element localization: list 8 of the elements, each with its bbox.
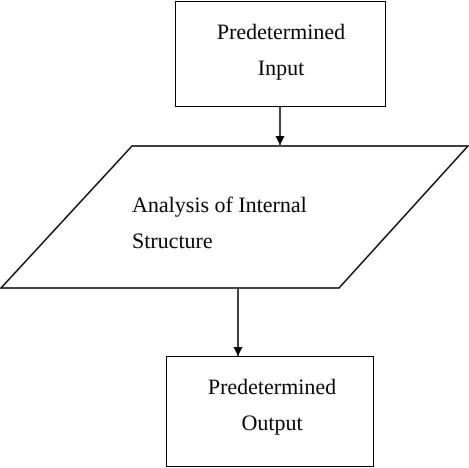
arrow (276, 107, 284, 145)
node-label: Predetermined Input (216, 18, 346, 82)
process-box (175, 1, 386, 107)
arrow (234, 289, 242, 356)
node-label: Analysis of Internal Structure (132, 191, 308, 255)
process-box (166, 356, 374, 467)
node-label: Predetermined Output (206, 373, 338, 437)
data-parallelogram (0, 145, 469, 289)
